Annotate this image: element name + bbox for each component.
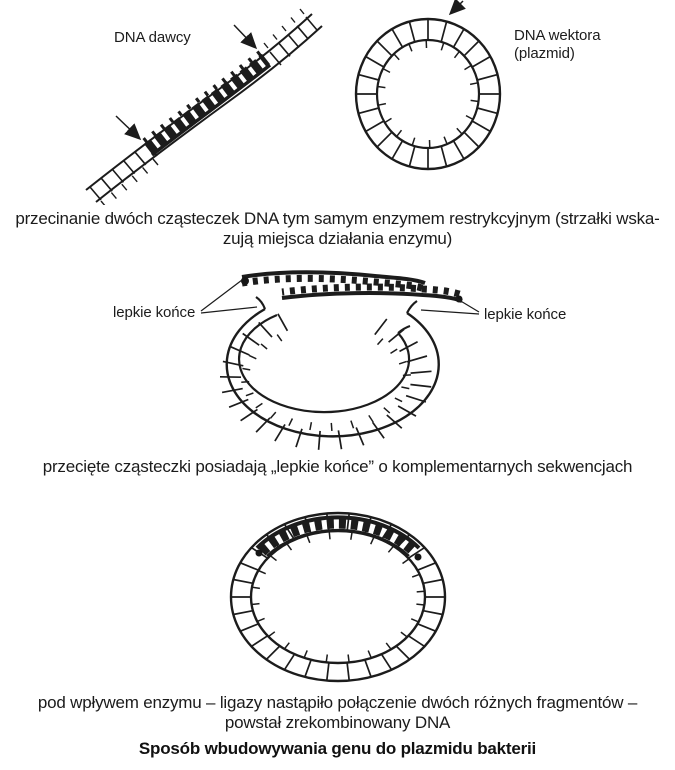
opened-plasmid-ticks [219,313,432,450]
recombinant-plasmid-illustration [229,511,447,683]
inserted-gene-arc [255,515,422,561]
sticky-ends-label-left: lepkie końce [113,304,196,321]
sticky-ends-label-right: lepkie końce [484,306,567,323]
gene-fragment-highlight [142,49,272,157]
donor-dna-label: DNA dawcy [114,29,191,46]
recombinant-plasmid-ring [229,511,447,683]
cut-site-arrow-lower [115,115,142,141]
donor-dna-rungs-lower [89,142,158,201]
vector-dna-label: DNA wektora (plazmid) [514,27,601,62]
sticky-ends-illustration [200,270,480,450]
donor-dna-strand [85,8,323,205]
opened-plasmid-inner-ticks [241,334,411,431]
figure-title: Sposób wbudowywania genu do plazmidu bak… [138,739,537,758]
recombinant-ring-ticks [231,513,445,681]
panel1-caption: przecinanie dwóch cząsteczek DNA tym sam… [15,209,660,248]
opened-plasmid-inner-arc [237,313,411,414]
cut-site-arrow-upper [233,24,258,50]
donor-dna-rungs-upper [269,16,318,66]
sticky-end-pointer-lines [200,279,480,315]
plasmid-cut-arrow [448,0,466,16]
plasmid-ring [354,17,502,171]
plasmid-ring-ticks [356,19,500,169]
gene-fragment-strands [241,270,464,303]
opened-plasmid-ring [219,296,440,450]
recombinant-ring-inner-ticks [251,531,425,663]
restriction-cutting-illustration [85,0,502,205]
panel2-caption: przecięte cząsteczki posiadają „lepkie k… [42,457,633,476]
plasmid-ring-inner-ticks [377,39,479,149]
donor-dna-stubs-upper [263,8,305,49]
panel3-caption: pod wpływem enzymu – ligazy nastąpiło po… [37,693,638,732]
opened-plasmid-outer-arc [225,307,440,438]
donor-dna-stubs-lower [100,158,159,205]
